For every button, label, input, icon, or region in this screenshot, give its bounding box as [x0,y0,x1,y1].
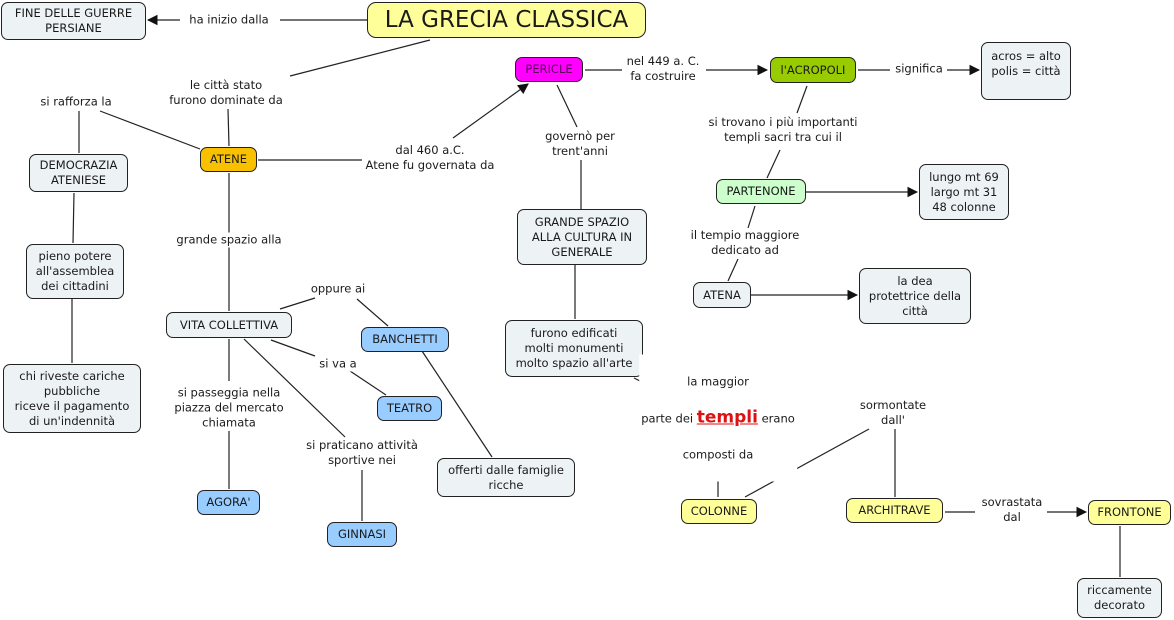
link-label-si-va[interactable]: si va a [317,356,359,372]
main-title-node[interactable]: LA GRECIA CLASSICA [367,2,646,38]
node-grande-spazio-cultura[interactable]: GRANDE SPAZIO ALLA CULTURA IN GENERALE [517,209,647,265]
maggior-pre: parte dei [641,411,697,426]
line-oppure-banchetti [356,298,389,327]
node-riccamente-decorato[interactable]: riccamente decorato [1077,578,1162,618]
link-label-significa[interactable]: significa [893,61,945,77]
node-colonne[interactable]: COLONNE [681,499,757,524]
node-acropoli[interactable]: l'ACROPOLI [770,57,856,83]
line-siva-teatro [349,370,387,396]
line-vita-siva [270,339,316,357]
link-label-governo[interactable]: governò per trent'anni [543,129,617,159]
line-vita-oppure [279,297,316,310]
line-banchetti-offerti [421,350,493,458]
line-vita-praticano [243,338,346,438]
node-acros-polis[interactable]: acros = alto polis = città [981,42,1071,100]
link-label-dal-460[interactable]: dal 460 a.C. Atene fu governata da [363,143,497,173]
link-label-sovrastata[interactable]: sovrastata dal [979,495,1045,525]
line-tempio-atena [727,258,739,282]
link-label-rafforza[interactable]: si rafforza la [38,94,114,110]
node-banchetti[interactable]: BANCHETTI [361,327,449,352]
line-colonne-sormontate [744,428,870,498]
templi-highlight: templi [696,407,758,428]
link-label-grande-spazio[interactable]: grande spazio alla [174,232,284,248]
link-label-si-trovano[interactable]: si trovano i più importanti templi sacri… [706,115,860,145]
link-label-ha-inizio[interactable]: ha inizio dalla [187,12,271,28]
arrow-to-pericle [452,83,529,139]
link-label-nel-449[interactable]: nel 449 a. C. fa costruire [624,54,702,84]
link-label-citta-stato[interactable]: le città stato furono dominate da [167,78,285,108]
line-partenone-tempio [747,205,756,229]
link-label-sormontate[interactable]: sormontate dall' [857,398,929,428]
link-label-maggior-parte[interactable]: la maggior parte dei templi erano compos… [639,354,797,482]
node-vita-collettiva[interactable]: VITA COLLETTIVA [166,312,292,338]
node-monumenti[interactable]: furono edificati molti monumenti molto s… [505,320,643,377]
link-label-tempio-maggiore[interactable]: il tempio maggiore dedicato ad [688,228,802,258]
node-agora[interactable]: AGORA' [197,490,260,515]
link-label-praticano[interactable]: si praticano attività sportive nei [304,438,420,468]
link-label-passeggia[interactable]: si passeggia nella piazza del mercato ch… [172,385,286,431]
node-cariche-pubbliche[interactable]: chi riveste cariche pubbliche riceve il … [3,364,141,433]
node-frontone[interactable]: FRONTONE [1088,500,1171,525]
node-democrazia-ateniese[interactable]: DEMOCRAZIA ATENIESE [29,154,128,192]
link-label-oppure[interactable]: oppure ai [308,281,368,297]
node-architrave[interactable]: ARCHITRAVE [846,498,943,523]
node-dea-protettrice[interactable]: la dea protettrice della città [859,268,971,324]
line-citta-atene [227,108,230,147]
node-pieno-potere[interactable]: pieno potere all'assemblea dei cittadini [26,244,124,299]
node-partenone[interactable]: PARTENONE [716,179,806,204]
node-teatro[interactable]: TEATRO [377,396,442,421]
maggior-line-3: composti da [682,447,754,462]
line-atene-rafforza [99,110,201,150]
line-pericle-governo [556,84,578,128]
node-offerti-famiglie[interactable]: offerti dalle famiglie ricche [437,458,575,497]
node-fine-guerre-persiane[interactable]: FINE DELLE GUERRE PERSIANE [1,2,146,40]
line-grecia-citta [289,39,431,77]
maggior-line-1: la maggior [687,374,749,389]
line-sitrovano-partenone [766,149,781,179]
line-democrazia-potere [72,192,75,244]
maggior-post: erano [757,411,795,426]
node-misure-partenone[interactable]: lungo mt 69 largo mt 31 48 colonne [919,164,1009,220]
maggior-line-2: parte dei templi erano [641,409,795,428]
line-acropoli-sitrovano [796,85,808,114]
node-atena[interactable]: ATENA [693,282,751,308]
node-ginnasi[interactable]: GINNASI [327,522,397,547]
node-pericle[interactable]: PERICLE [515,57,583,82]
node-atene[interactable]: ATENE [200,147,257,172]
